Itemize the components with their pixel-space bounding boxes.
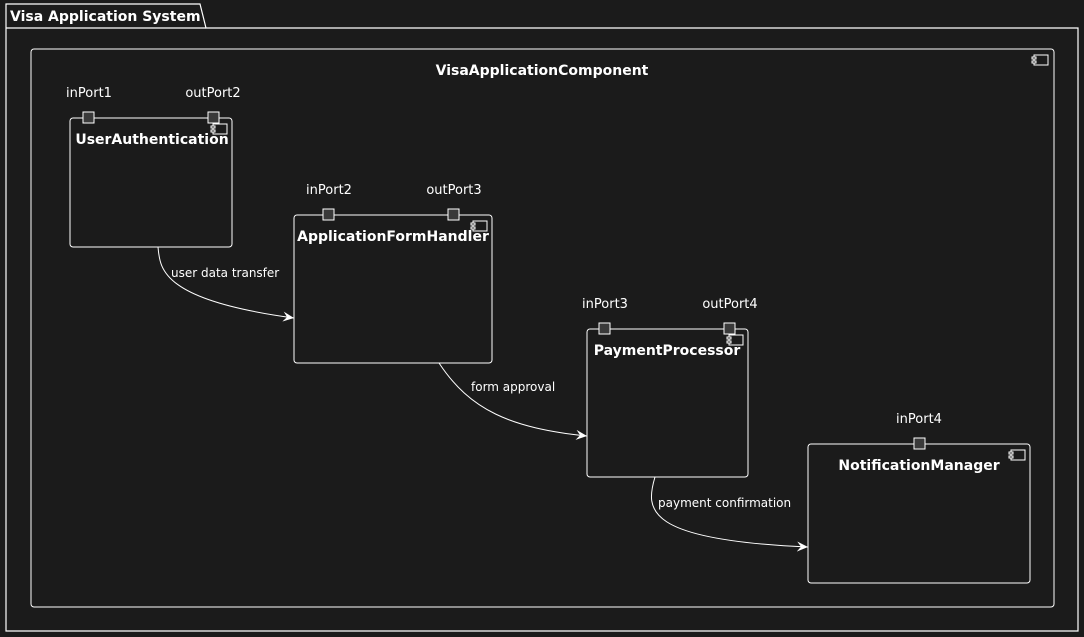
component-icon — [1031, 54, 1049, 66]
edge-user-data-transfer: user data transfer — [157, 246, 295, 322]
component-title: PaymentProcessor — [594, 343, 741, 359]
port-out-port3[interactable] — [447, 208, 460, 221]
edge-label: form approval — [471, 380, 555, 394]
component-notification-manager[interactable]: NotificationManager inPort4 — [807, 412, 1031, 584]
package-frame: Visa Application System — [5, 3, 1079, 632]
port-out-port2[interactable] — [207, 111, 220, 124]
component-user-authentication[interactable]: UserAuthentication inPort1 outPort2 — [66, 86, 241, 248]
component-title: UserAuthentication — [75, 132, 228, 148]
edge-label: user data transfer — [171, 266, 279, 280]
edge-form-approval: form approval — [438, 362, 588, 440]
port-label: inPort2 — [306, 183, 352, 198]
container-title: VisaApplicationComponent — [436, 63, 649, 79]
port-in-port1[interactable] — [82, 111, 95, 124]
package-title: Visa Application System — [10, 9, 201, 25]
port-in-port3[interactable] — [598, 322, 611, 335]
port-in-port4[interactable] — [913, 437, 926, 450]
port-label: inPort4 — [896, 412, 942, 427]
component-application-form-handler[interactable]: ApplicationFormHandler inPort2 outPort3 — [293, 183, 493, 364]
port-out-port4[interactable] — [723, 322, 736, 335]
port-label: outPort4 — [702, 297, 757, 312]
port-label: inPort1 — [66, 86, 112, 101]
port-label: inPort3 — [582, 297, 628, 312]
port-in-port2[interactable] — [322, 208, 335, 221]
component-title: ApplicationFormHandler — [297, 229, 489, 245]
port-label: outPort3 — [426, 183, 481, 198]
edge-payment-confirmation: payment confirmation — [650, 476, 809, 552]
edge-label: payment confirmation — [658, 496, 791, 510]
component-icon — [1008, 449, 1026, 461]
port-label: outPort2 — [185, 86, 240, 101]
container-component: VisaApplicationComponent — [30, 48, 1055, 608]
component-payment-processor[interactable]: PaymentProcessor inPort3 outPort4 — [582, 297, 758, 478]
component-title: NotificationManager — [838, 458, 999, 474]
